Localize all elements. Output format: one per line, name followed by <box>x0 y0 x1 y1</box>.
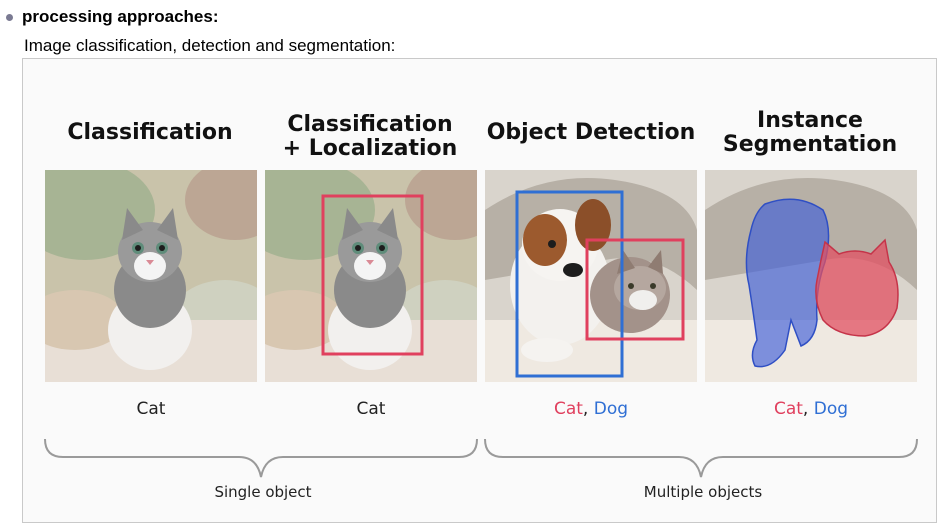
dog-cat-photo-detection <box>485 170 697 382</box>
label-cat: Cat <box>773 399 803 419</box>
panel-title-detection: Object Detection <box>486 120 696 145</box>
kitten-photo-localization <box>265 170 477 382</box>
cat-bounding-box <box>321 194 424 356</box>
dog-cat-photo-segmentation <box>705 170 917 382</box>
bullet-icon <box>6 13 13 21</box>
cat-bounding-box <box>585 238 685 341</box>
panel-title-localization: Classification + Localization <box>282 112 458 161</box>
brace-multiple-objects <box>484 438 918 478</box>
label-classification: Cat <box>136 399 166 419</box>
bullet-text: processing approaches: <box>22 7 219 26</box>
kitten-photo-classification <box>45 170 257 382</box>
label-detection: Cat, Dog <box>553 399 629 419</box>
dog-bounding-box <box>515 190 624 378</box>
panel-title-classification: Classification <box>67 120 233 145</box>
label-dog: Dog <box>813 399 849 419</box>
label-segmentation: Cat, Dog <box>773 399 849 419</box>
label-localization: Cat <box>356 399 386 419</box>
brace-single-object <box>44 438 478 478</box>
figure: Classification Classification + Localiza… <box>22 58 937 523</box>
group-label-single: Single object <box>214 483 312 501</box>
subtitle: Image classification, detection and segm… <box>24 36 396 55</box>
label-cat: Cat <box>553 399 583 419</box>
cat-mask <box>815 238 899 337</box>
label-dog: Dog <box>593 399 629 419</box>
panel-title-segmentation: Instance Segmentation <box>722 108 898 157</box>
dog-mask <box>745 198 830 368</box>
bullet-item: processing approaches: <box>6 6 219 28</box>
group-label-multiple: Multiple objects <box>643 483 763 501</box>
